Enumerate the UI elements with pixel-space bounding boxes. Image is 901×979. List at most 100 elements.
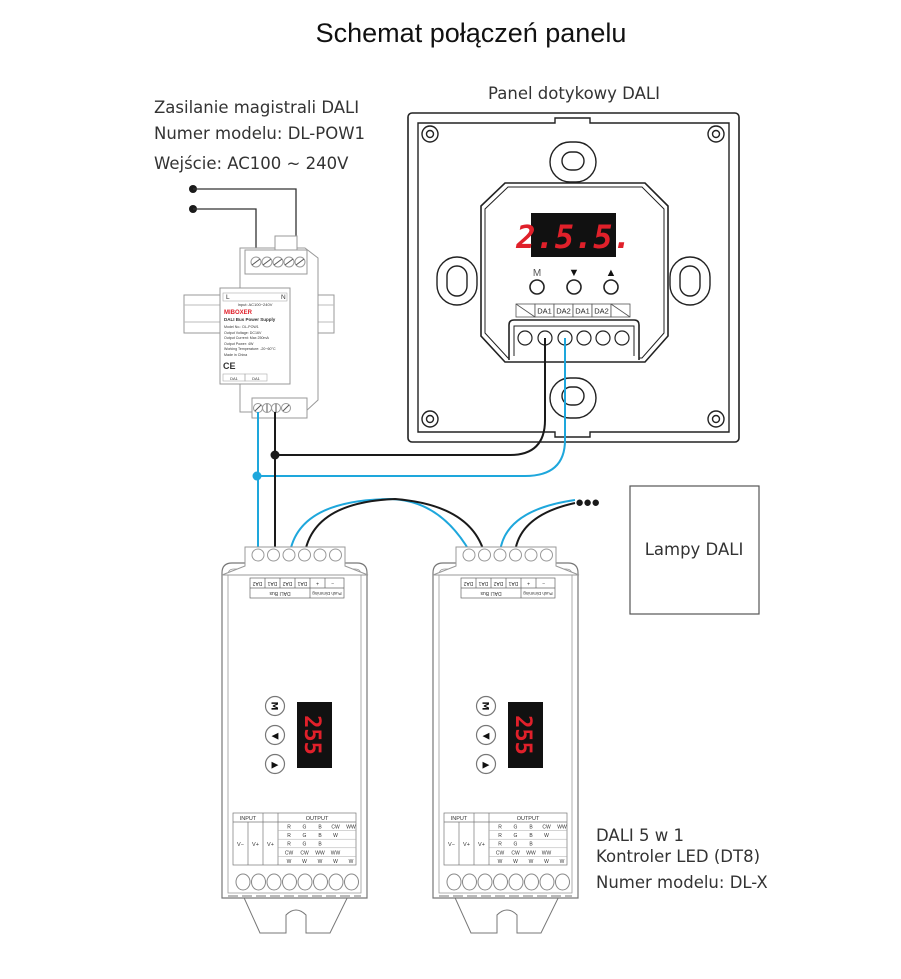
- controller-bus-terminal-label: DA2: [493, 580, 503, 586]
- controller-bus-terminal-label: DA1: [478, 580, 488, 586]
- controller-bus-group-label: DALI Bus: [269, 590, 291, 596]
- controller-label-line1: DALI 5 w 1: [596, 826, 684, 845]
- output-cell: CW: [511, 850, 520, 856]
- controller-display: [508, 702, 543, 768]
- output-cell: WW: [346, 825, 356, 831]
- output-cell: WW: [557, 825, 567, 831]
- power-supply-label-input: Wejście: AC100 ~ 240V: [154, 154, 349, 173]
- output-cell: W: [560, 859, 565, 865]
- controller-right-button[interactable]: [264, 753, 286, 775]
- controller-bus-terminal-label: +: [316, 580, 319, 586]
- input-column-label: V+: [252, 842, 259, 848]
- ce-mark-icon: CE: [223, 361, 236, 371]
- output-cell: CW: [331, 825, 340, 831]
- input-column-label: V+: [267, 842, 274, 848]
- psu-product-name: DALI Bus Power Supply: [224, 317, 276, 322]
- input-column-label: V+: [478, 842, 485, 848]
- dali-bus-wires: ●●●: [252, 338, 600, 553]
- controller-push-dimming-label: Push Dimming: [523, 591, 553, 596]
- mode-button-label: M: [533, 268, 541, 279]
- output-cell: G: [303, 833, 307, 839]
- output-cell: WW: [526, 850, 536, 856]
- touch-panel-up-button[interactable]: [603, 279, 619, 295]
- controller-bus-terminal-label: −: [542, 580, 545, 586]
- output-cell: B: [318, 833, 322, 839]
- input-column-label: V−: [448, 842, 455, 848]
- output-cell: R: [287, 825, 291, 831]
- controller-left-button[interactable]: [264, 724, 286, 746]
- input-column-label: V−: [237, 842, 244, 848]
- psu-label-da1: DA1: [252, 376, 261, 381]
- controller-output-terminal: [282, 873, 297, 891]
- output-cell: W: [529, 859, 534, 865]
- controller-right-button[interactable]: [475, 753, 497, 775]
- psu-spec-line: Output Current: Max 250mA: [224, 336, 270, 340]
- controller-bus-terminal: [478, 548, 491, 562]
- psu-label-da1: DA1: [230, 376, 239, 381]
- controller-bus-terminal: [282, 548, 296, 562]
- wire-black-panel: [275, 338, 546, 456]
- controller-output-terminal: [446, 873, 462, 891]
- touch-panel-terminal-labels: DA1 DA2 DA1 DA2: [515, 303, 631, 318]
- input-column-label: V+: [463, 842, 470, 848]
- output-cell: WW: [542, 850, 552, 856]
- output-cell: B: [318, 825, 322, 831]
- controller-mode-button[interactable]: [475, 695, 497, 717]
- power-supply-device: L N Input: AC100~240V MIBOXER DALI Bus P…: [183, 235, 335, 419]
- psu-spec-line: Output Voltage: DC16V: [224, 331, 262, 335]
- controller-bus-terminal-label: DA1: [267, 580, 277, 586]
- output-cell: W: [318, 859, 323, 865]
- controller-output-terminal: [555, 873, 570, 891]
- psu-label-l: L: [226, 294, 230, 301]
- output-cell: R: [498, 825, 502, 831]
- controller-output-terminal: [235, 873, 251, 891]
- controller-bus-terminal: [251, 548, 265, 562]
- controller-output-terminal: [251, 873, 266, 891]
- controller-bus-terminal: [267, 548, 280, 562]
- output-cell: B: [529, 825, 533, 831]
- controller-bus-terminal-label: +: [527, 580, 530, 586]
- wire-blue-panel: [257, 338, 566, 477]
- controller-push-dimming-label: Push Dimming: [312, 591, 342, 596]
- touch-panel-mode-button[interactable]: [529, 279, 545, 295]
- input-header: INPUT: [240, 816, 257, 822]
- controller-bus-terminal: [493, 548, 507, 562]
- terminal-label-da1: DA1: [537, 307, 552, 316]
- output-cell: R: [287, 833, 291, 839]
- up-triangle-icon: ▲: [606, 267, 617, 279]
- output-cell: WW: [331, 850, 341, 856]
- controller-label-line3: Numer modelu: DL-X: [596, 873, 768, 892]
- output-header: OUTPUT: [306, 816, 329, 822]
- touch-panel-display: [531, 213, 616, 257]
- controller-bus-terminal: [524, 548, 538, 562]
- controller-output-terminal: [266, 873, 282, 891]
- mode-icon: M: [269, 702, 279, 711]
- input-header: INPUT: [451, 816, 468, 822]
- psu-spec-line: Model No.: DL-POW1: [224, 325, 259, 329]
- output-cell: W: [302, 859, 307, 865]
- terminal-label-da1: DA1: [575, 307, 590, 316]
- psu-brand-logo: MIBOXER: [224, 310, 253, 316]
- continuation-dots-icon: ●●●: [575, 494, 599, 511]
- controller-left-button[interactable]: [475, 724, 497, 746]
- controller-label-line2: Kontroler LED (DT8): [596, 847, 760, 866]
- power-supply-top-terminals: [250, 256, 306, 268]
- controller-bus-terminal: [298, 548, 311, 562]
- controller-display-value: 255: [299, 715, 324, 755]
- controller-output-terminal: [508, 873, 524, 891]
- touch-panel-down-button[interactable]: [566, 279, 582, 295]
- controller-bus-terminal: [540, 548, 553, 562]
- controller-output-terminal: [297, 873, 313, 891]
- controller-bus-terminal-label: DA1: [508, 580, 518, 586]
- controller-bus-group-label: DALI Bus: [480, 590, 502, 596]
- power-supply-bottom-terminals: [253, 403, 291, 413]
- controller-mode-button[interactable]: [264, 695, 286, 717]
- controller-output-terminal: [539, 873, 555, 891]
- controller-bus-terminal: [509, 548, 522, 562]
- wire-black-continue: [514, 502, 576, 553]
- controller-output-terminal: [344, 873, 359, 891]
- controller-output-terminal: [493, 873, 508, 891]
- controller-display-value: 255: [510, 715, 535, 755]
